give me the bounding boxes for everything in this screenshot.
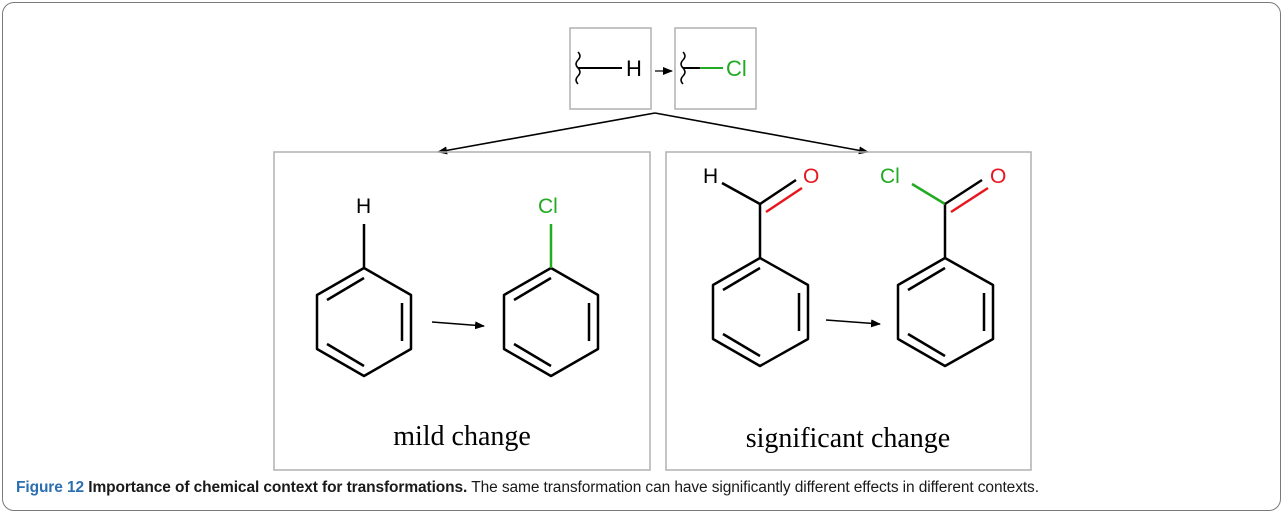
benzaldehyde-ring (711, 256, 810, 368)
left-panel-label: mild change (393, 421, 531, 452)
reaction-arrow-right (825, 319, 881, 328)
transform-group: H Cl (569, 27, 757, 110)
left-panel-molecules (315, 224, 600, 378)
branch-arrow-left (437, 112, 656, 155)
left-reactant-h: H (356, 195, 371, 218)
right-panel (665, 151, 1032, 471)
benzene-ring (315, 266, 413, 378)
transform-left-atom: H (626, 56, 642, 81)
transform-right-atom: Cl (726, 56, 747, 81)
right-product-cl: Cl (880, 165, 900, 188)
right-panel-label: significant change (746, 423, 950, 454)
left-product-cl: Cl (538, 195, 558, 218)
transform-box-left (569, 27, 652, 110)
right-product-o: O (990, 165, 1006, 188)
caption-title: Importance of chemical context for trans… (88, 479, 468, 496)
chlorobenzene-ring (502, 266, 600, 378)
right-reactant-h: H (703, 165, 718, 188)
transform-box-right (674, 27, 757, 110)
reaction-arrow-left (431, 321, 485, 330)
right-reactant-o: O (803, 165, 819, 188)
figure-caption: Figure 12 Importance of chemical context… (16, 479, 1278, 497)
caption-body: The same transformation can have signifi… (471, 479, 1039, 496)
caption-figure-number: Figure 12 (16, 479, 85, 496)
right-panel-molecules (711, 178, 995, 368)
benzoyl-chloride-ring (896, 256, 995, 368)
branch-arrow-right (654, 112, 869, 155)
left-panel (273, 151, 651, 471)
